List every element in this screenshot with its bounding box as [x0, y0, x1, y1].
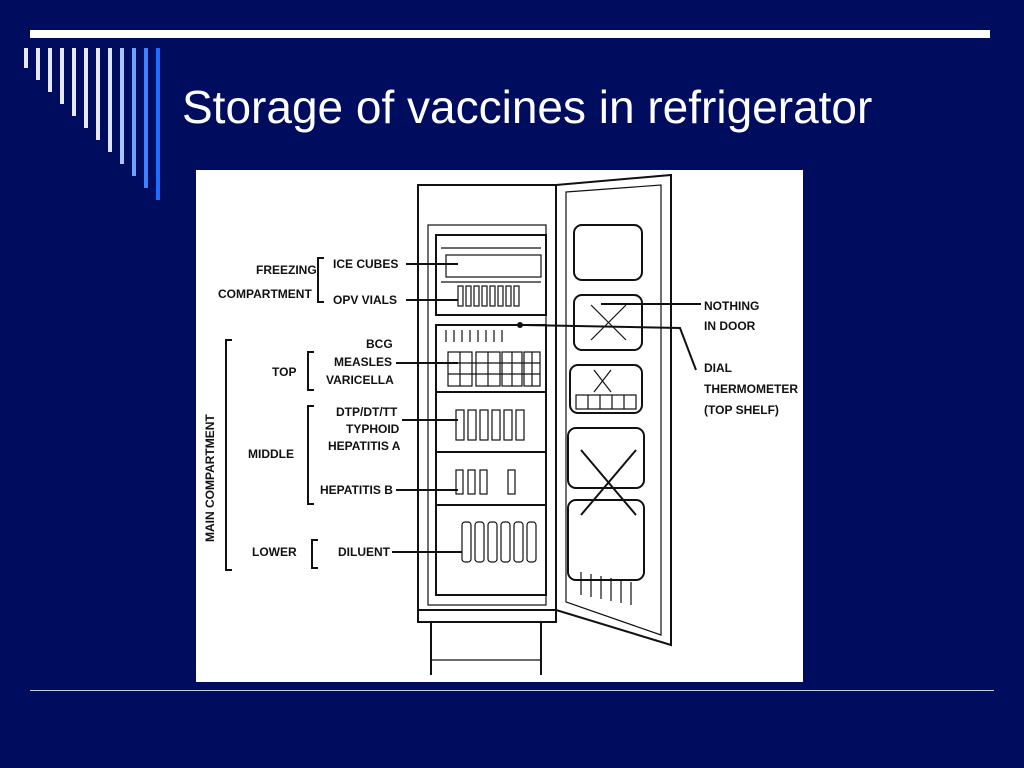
door-panel: [567, 427, 645, 489]
stripe: [96, 48, 100, 140]
hepatitis-b-vials: [455, 469, 516, 495]
fridge-door: [555, 173, 672, 647]
stripe: [48, 48, 52, 92]
fridge-body: [417, 184, 557, 611]
stripe: [60, 48, 64, 104]
door-panel: [569, 364, 643, 414]
stripe: [156, 48, 160, 200]
diagram-svg: FREEZING COMPARTMENT ICE CUBES OPV VIALS…: [203, 173, 798, 675]
freezer-box: [435, 234, 547, 316]
freezing-label-1: FREEZING: [256, 263, 317, 277]
stripe: [84, 48, 88, 128]
diluent-bottles: [461, 521, 537, 563]
top-bracket: [307, 351, 314, 391]
door-bottom-rack: [580, 572, 632, 605]
stripe: [72, 48, 76, 116]
stripe: [36, 48, 40, 80]
hepatitis-a-label: HEPATITIS A: [328, 439, 401, 453]
varicella-label: VARICELLA: [326, 373, 394, 387]
slide-title: Storage of vaccines in refrigerator: [182, 81, 873, 133]
top-shelf-rack: [445, 330, 503, 342]
fridge-base: [417, 609, 557, 623]
top-shelf-boxes: [447, 351, 541, 387]
refrigerator-diagram: FREEZING COMPARTMENT ICE CUBES OPV VIALS…: [196, 170, 803, 682]
nothing-label-2: IN DOOR: [704, 319, 756, 333]
stripe: [108, 48, 112, 152]
stripe: [144, 48, 148, 188]
middle-label: MIDDLE: [248, 447, 294, 461]
freezing-label-2: COMPARTMENT: [218, 287, 312, 301]
main-compartment-label: MAIN COMPARTMENT: [203, 414, 217, 542]
stripe: [132, 48, 136, 176]
hepatitis-b-label: HEPATITIS B: [320, 483, 393, 497]
lower-label: LOWER: [252, 545, 297, 559]
door-x-mark: [593, 369, 612, 393]
fridge-door-inner: [565, 184, 662, 636]
stripe: [24, 48, 28, 68]
ice-cube-tray: [445, 254, 542, 278]
top-rule: [30, 30, 990, 38]
top-label: TOP: [272, 365, 296, 379]
diluent-label: DILUENT: [338, 545, 391, 559]
nothing-label-1: NOTHING: [704, 299, 759, 313]
opv-vials-group: [457, 285, 520, 307]
decorative-stripes: [24, 48, 174, 208]
door-panel: [573, 224, 643, 281]
middle-bracket: [307, 405, 314, 505]
ice-cubes-label: ICE CUBES: [333, 257, 398, 271]
measles-label: MEASLES: [334, 355, 392, 369]
door-panel: [573, 294, 643, 351]
typhoid-label: TYPHOID: [346, 422, 400, 436]
bottom-rule: [30, 690, 994, 691]
top-shelf-label: (TOP SHELF): [704, 403, 779, 417]
freezing-bracket: [317, 257, 324, 303]
thermometer-dot: [517, 322, 523, 328]
dial-thermometer-box: [575, 394, 637, 410]
door-x-mark: [590, 304, 627, 341]
thermometer-label: THERMOMETER: [704, 382, 798, 396]
main-compartment-bracket: [225, 339, 232, 571]
dial-label: DIAL: [704, 361, 732, 375]
lower-bracket: [311, 539, 318, 569]
door-x-mark: [580, 449, 637, 516]
opv-vials-label: OPV VIALS: [333, 293, 397, 307]
stripe: [120, 48, 124, 164]
bcg-label: BCG: [366, 337, 393, 351]
door-panel: [567, 499, 645, 581]
middle-shelf-vials: [455, 409, 525, 441]
main-compartment-box: [435, 324, 547, 596]
dial-thermometer-leader: [522, 324, 697, 371]
dtp-label: DTP/DT/TT: [336, 405, 398, 419]
